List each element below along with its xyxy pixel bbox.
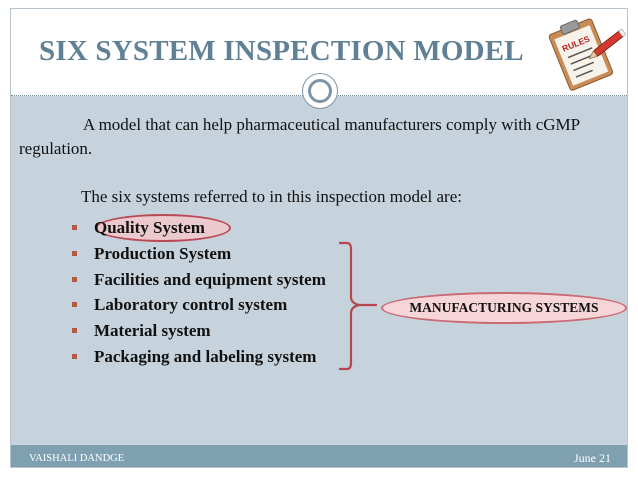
slide-title: SIX SYSTEM INSPECTION MODEL xyxy=(39,35,524,67)
circle-ornament xyxy=(302,73,338,109)
list-item: Facilities and equipment system xyxy=(61,267,326,293)
intro-paragraph: A model that can help pharmaceutical man… xyxy=(19,113,623,161)
bullet-icon xyxy=(72,353,77,359)
footer-author: VAISHALI DANDGE xyxy=(29,453,125,464)
intro-paragraph-line1: A model that can help pharmaceutical man… xyxy=(83,115,581,134)
slide-footer xyxy=(11,445,627,467)
systems-subheading: The six systems referred to in this insp… xyxy=(81,187,462,206)
clipboard-checklist-icon: RULES xyxy=(548,18,627,91)
manufacturing-systems-label: MANUFACTURING SYSTEMS xyxy=(381,292,627,324)
list-item: Material system xyxy=(61,318,326,344)
bullet-icon xyxy=(72,328,77,334)
list-item: Quality System xyxy=(61,215,326,241)
systems-list: Quality System Production System Facilit… xyxy=(61,215,326,370)
footer-date: June 21 xyxy=(574,451,611,465)
quality-system-highlight xyxy=(95,214,231,242)
bullet-icon xyxy=(72,250,77,256)
intro-paragraph-line2: regulation. xyxy=(19,139,93,158)
list-item: Packaging and labeling system xyxy=(61,344,326,370)
bullet-icon xyxy=(72,225,77,230)
list-item: Laboratory control system xyxy=(61,292,326,318)
bullet-icon xyxy=(72,276,77,282)
list-item: Production System xyxy=(61,241,326,267)
right-brace-icon xyxy=(339,241,377,371)
slide: SIX SYSTEM INSPECTION MODEL RULES A mode xyxy=(10,8,628,468)
bullet-icon xyxy=(72,302,77,308)
